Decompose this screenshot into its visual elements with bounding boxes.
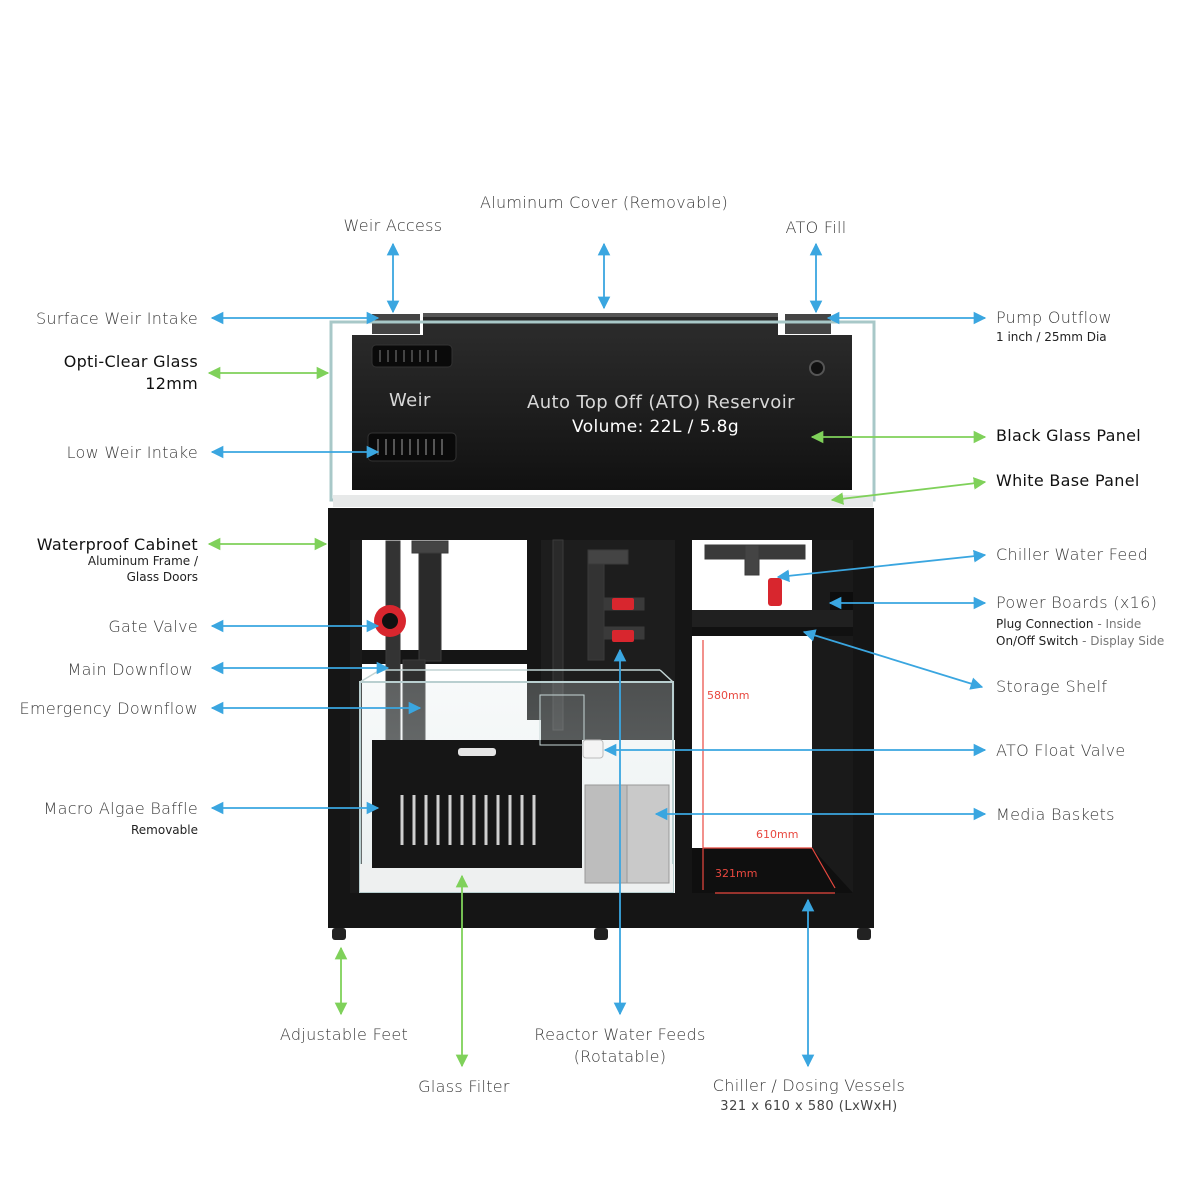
callout-arrows (207, 242, 987, 1068)
label-chiller-water-feed: Chiller Water Feed (996, 545, 1149, 564)
label-emergency-downflow: Emergency Downflow (19, 699, 198, 718)
label-opti-clear-glass-2: 12mm (145, 374, 198, 393)
foot (857, 928, 871, 940)
arrow-white-base-panel (830, 477, 987, 505)
label-low-weir-intake: Low Weir Intake (66, 443, 198, 462)
valves (374, 578, 782, 642)
reactor-valve-icon (612, 598, 634, 610)
dimension-width: 610mm (756, 828, 799, 841)
label-opti-clear-glass: Opti-Clear Glass (63, 352, 198, 371)
label-waterproof-cabinet-sub2: Glass Doors (126, 570, 198, 584)
label-power-boards-sub2: On/Off Switch - Display Side (996, 634, 1165, 648)
label-chiller-dosing-vessels-sub: 321 x 610 x 580 (LxWxH) (720, 1099, 898, 1114)
cabinet-center-divider (675, 540, 692, 893)
label-power-boards: Power Boards (x16) (996, 593, 1158, 612)
foot (594, 928, 608, 940)
cabinet-top-frame (328, 508, 874, 540)
ato-volume-text: Volume: 22L / 5.8g (572, 417, 740, 437)
reactor-valve-icon (612, 630, 634, 642)
label-power-boards-sub1: Plug Connection - Inside (996, 617, 1142, 631)
label-ato-fill: ATO Fill (785, 218, 847, 237)
chiller-valve-icon (768, 578, 782, 606)
label-aluminum-cover: Aluminum Cover (Removable) (479, 193, 729, 212)
arrow-chiller-water-feed (776, 549, 987, 583)
label-storage-shelf: Storage Shelf (996, 677, 1108, 696)
label-adjustable-feet: Adjustable Feet (279, 1025, 409, 1044)
dimension-height: 580mm (707, 689, 750, 702)
reactor-feed-pipe (587, 549, 605, 661)
label-media-baskets: Media Baskets (996, 805, 1115, 824)
label-chiller-dosing-vessels: Chiller / Dosing Vessels (712, 1076, 906, 1095)
label-waterproof-cabinet-sub1: Aluminum Frame / (87, 554, 198, 568)
ato-fill-lid (785, 314, 831, 334)
label-pump-outflow: Pump Outflow (996, 308, 1112, 327)
aluminum-cover (423, 313, 778, 335)
cabinet-left-post (328, 508, 350, 928)
label-black-glass-panel: Black Glass Panel (996, 426, 1142, 445)
emergency-downflow-pipe (418, 540, 442, 662)
ato-reservoir-text: Auto Top Off (ATO) Reservoir (527, 392, 795, 413)
surface-weir-slots (379, 350, 437, 362)
weir-text: Weir (389, 390, 431, 411)
label-macro-algae-baffle-sub: Removable (130, 823, 198, 837)
label-glass-filter: Glass Filter (418, 1077, 510, 1096)
dimension-length: 321mm (715, 867, 758, 880)
display-tank (329, 313, 876, 507)
label-waterproof-cabinet: Waterproof Cabinet (36, 535, 198, 554)
label-weir-access: Weir Access (343, 216, 443, 235)
weir-access-lid (372, 314, 420, 334)
cabinet-back-post (527, 540, 541, 720)
ato-float-valve-body (582, 739, 604, 759)
label-gate-valve: Gate Valve (108, 617, 198, 636)
arrow-storage-shelf (802, 629, 984, 690)
label-macro-algae-baffle: Macro Algae Baffle (43, 799, 198, 818)
media-basket (626, 784, 670, 884)
cabinet-bottom-frame (328, 893, 874, 928)
label-pump-outflow-sub: 1 inch / 25mm Dia (996, 330, 1107, 344)
sump (359, 669, 674, 893)
dimension-lines (702, 640, 836, 894)
label-main-downflow: Main Downflow (67, 660, 193, 679)
pump-outflow-nozzle (809, 360, 825, 376)
label-reactor-water-feeds: Reactor Water Feeds (534, 1025, 706, 1044)
label-reactor-water-feeds-2: (Rotatable) (573, 1047, 667, 1066)
label-ato-float-valve: ATO Float Valve (996, 741, 1126, 760)
label-white-base-panel: White Base Panel (996, 471, 1140, 490)
chiller-vessel-floor (692, 848, 853, 893)
baffle-slots (400, 795, 536, 845)
label-surface-weir-intake: Surface Weir Intake (35, 309, 198, 328)
cabinet-right-post (853, 508, 874, 928)
foot (332, 928, 346, 940)
macro-algae-baffle (372, 740, 582, 868)
white-base-panel (333, 495, 873, 507)
